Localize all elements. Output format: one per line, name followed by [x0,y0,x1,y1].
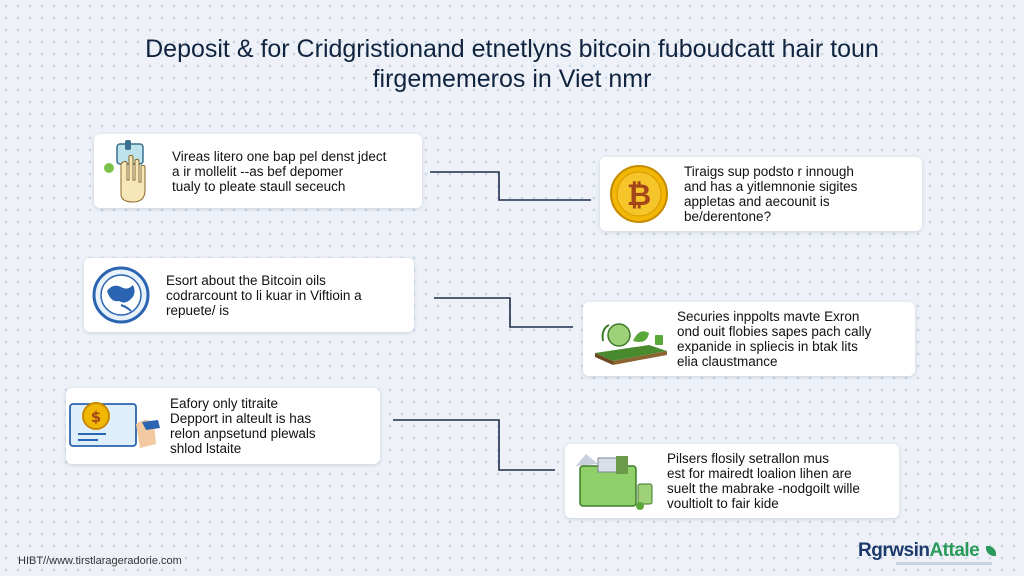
bitcoin-coin-icon: ₿ [608,163,670,225]
card-3-line: Esort about the Bitcoin oils [166,272,326,288]
title-line-1: Deposit & for Cridgristionand etnetlyns … [145,35,879,63]
card-2-line: be/derentone? [684,209,772,224]
card-2-line: appletas and aecounit is [684,194,830,209]
card-2-text: Tiraigs sup podsto r innough and has a y… [684,164,857,224]
card-3-text: Esort about the Bitcoin oils codrarcount… [166,273,362,318]
card-1-line: Vireas litero one bap pel denst jdect [172,148,387,164]
hand-cleaning-icon [100,137,160,205]
card-1-line: a ir mollelit --as bef depomer [172,163,344,179]
card-1-text: Vireas litero one bap pel denst jdect a … [172,149,386,194]
card-6-line: est for mairedt loalion lihen are [667,466,852,481]
card-5-line: relon anpsetund plewals [170,426,316,441]
card-6-line: Pilsers flosily setrallon mus [667,451,830,466]
title-line-2: firgememeros in Viet nmr [372,65,652,93]
brand-main: Rgrwsin [858,540,930,561]
page-title: Deposit & for Cridgristionand etnetlyns … [60,34,964,94]
card-4-line: Securies inppolts mavte Exron [677,309,860,324]
brand-logo: RgrwsinAttale [858,540,997,562]
info-card-5: $ Eafory only titraite Depport in alteul… [66,388,380,464]
card-3-line: repuete/ is [166,302,230,318]
card-6-line: voultiolt to fair kide [667,496,779,511]
brand-leaf-icon [986,546,997,556]
svg-text:$: $ [91,408,101,426]
storage-box-icon [571,447,657,515]
card-3-line: codrarcount to li kuar in Viftioin a [166,287,362,303]
card-5-text: Eafory only titraite Depport in alteult … [170,396,316,456]
card-4-line: expanide in spliecis in btak lits [677,339,858,354]
info-card-2: ₿ Tiraigs sup podsto r innough and has a… [600,157,922,231]
connector-2 [434,297,573,328]
card-6-line: suelt the mabrake -nodgoilt wille [667,481,860,496]
card-5-line: shlod lstaite [170,441,242,456]
connector-1 [430,171,591,201]
card-4-line: ond ouit flobies sapes pach cally [677,324,872,339]
card-6-text: Pilsers flosily setrallon mus est for ma… [667,451,860,511]
card-1-line: tualy to pleate staull seceuch [172,178,346,194]
card-2-line: and has a yitlemnonie sigites [684,179,858,194]
svg-text:₿: ₿ [627,178,651,213]
card-4-text: Securies inppolts mavte Exron ond ouit f… [677,309,871,369]
info-card-3: Esort about the Bitcoin oils codrarcount… [84,258,414,332]
info-card-1: Vireas litero one bap pel denst jdect a … [94,134,422,208]
card-2-line: Tiraigs sup podsto r innough [684,164,854,179]
footer-url: HIBT//www.tirstlarageradorie.com [18,555,182,567]
plant-tray-icon [589,308,669,370]
brand-underline [896,562,992,565]
card-5-line: Eafory only titraite [170,396,279,411]
card-5-line: Depport in alteult is has [170,411,312,426]
coin-card-icon: $ [66,391,162,461]
card-4-line: elia claustmance [677,354,778,369]
info-card-6: Pilsers flosily setrallon mus est for ma… [565,444,899,518]
globe-icon [90,264,152,326]
info-card-4: Securies inppolts mavte Exron ond ouit f… [583,302,915,376]
brand-accent: Attale [929,540,980,561]
connector-3 [393,419,555,471]
